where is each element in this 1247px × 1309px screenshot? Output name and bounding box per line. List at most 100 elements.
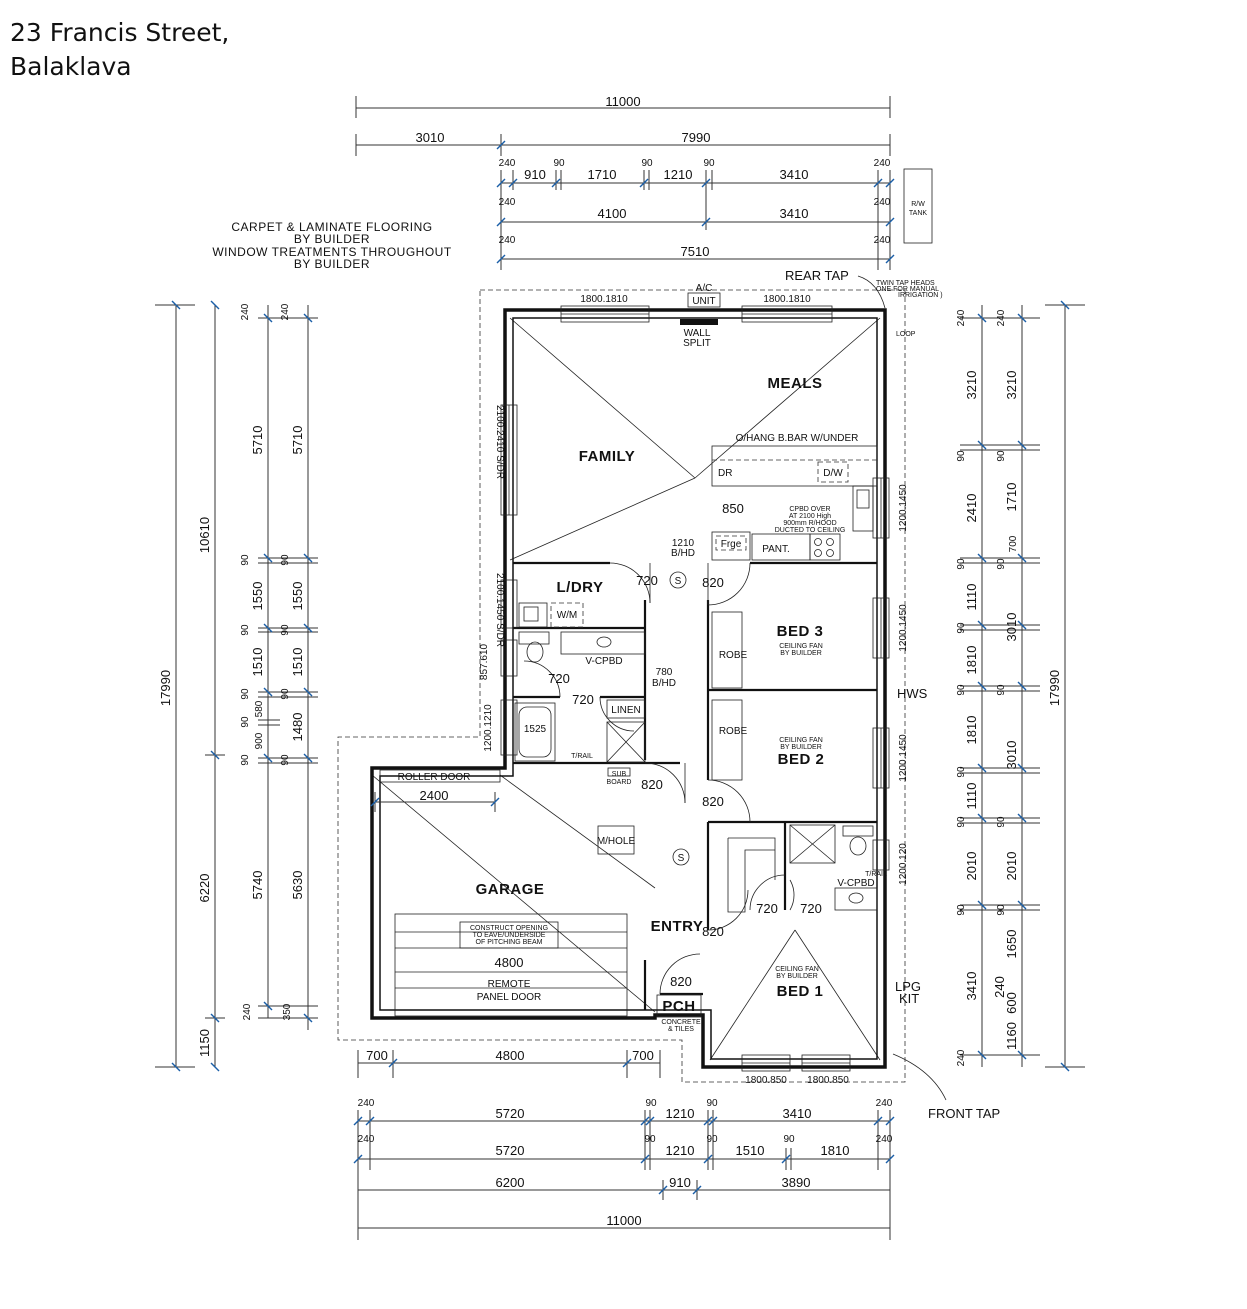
room-bed2: BED 2: [778, 751, 825, 768]
panel-door-width: 4800: [495, 955, 524, 970]
dim-right-c2-2: 3210: [1004, 371, 1019, 400]
window-ensuite: 1200.120: [898, 843, 909, 885]
dim-left-c3-5: 90: [280, 624, 291, 636]
door-bed2-820: 820: [702, 794, 724, 809]
twin-tap-note-2: ONE FOR MANUAL: [876, 286, 939, 293]
dim-left-c2-8: 580: [254, 700, 265, 717]
dim-bottom-r1-small-1: 240: [358, 1098, 375, 1109]
window-bed3: 1200.1450: [898, 604, 909, 652]
hws-label: HWS: [897, 686, 928, 701]
dim-top-r5-small-2: 240: [874, 235, 891, 246]
wall-split-label-2: SPLIT: [683, 338, 711, 349]
dim-right-total: 17990: [1047, 670, 1062, 706]
room-laundry: L/DRY: [557, 579, 604, 596]
roller-door-width: 2400: [420, 788, 449, 803]
dim-left-c2-5: 90: [240, 624, 251, 636]
bulkhead-1210-bhd: B/HD: [671, 548, 695, 559]
manhole-label: M/HOLE: [597, 836, 636, 847]
dim-bottom-garage-right: 700: [632, 1048, 654, 1063]
bulkhead-1210: 1210: [672, 538, 695, 549]
dim-right-c1-12: 1110: [964, 783, 979, 810]
right-dimensions: 17990 240 3210 90 2410 90 1110 90 1810 9…: [956, 300, 1085, 1072]
dim-top-4100: 4100: [598, 206, 627, 221]
dim-left-c2-11: 90: [240, 754, 251, 766]
dim-left-c2-2: 5710: [250, 426, 265, 455]
left-dimensions: 17990 10610 6220 1150 240 5710 90 1550 9…: [155, 300, 318, 1072]
dim-left-c3-3: 90: [280, 554, 291, 566]
dim-right-c2-10: 90: [996, 816, 1007, 828]
room-bed3: BED 3: [777, 623, 824, 640]
towel-rail-bath: T/RAIL: [571, 753, 593, 760]
dim-right-c2-9: 3010: [1004, 741, 1019, 770]
dim-left-c3-6: 1510: [290, 648, 305, 677]
sub-board-label-2: BOARD: [607, 779, 632, 786]
dim-left-c2-6: 1510: [250, 648, 265, 677]
address-line-street: 23 Francis Street,: [10, 18, 230, 47]
rw-tank-label-2: TANK: [909, 210, 927, 217]
ac-unit-label-1: A/C: [696, 283, 713, 294]
dim-right-c1-14: 2010: [964, 852, 979, 881]
dim-right-c2-15: 600: [1004, 992, 1019, 1014]
dim-top-small-3: 90: [641, 158, 653, 169]
dim-bottom-total: 11000: [606, 1213, 641, 1228]
dim-top-r4-small-2: 240: [874, 197, 891, 208]
dim-left-c2-9: 90: [240, 716, 251, 728]
dim-right-c1-4: 2410: [964, 494, 979, 523]
window-bed1-right: 1800.850: [807, 1075, 849, 1086]
dim-left-c2-7: 90: [240, 688, 251, 700]
smoke-alarm-1-label: S: [675, 576, 682, 587]
fan-note-bed1-1: CEILING FAN: [775, 966, 819, 973]
smoke-alarm-symbols: S S: [669, 571, 690, 866]
dim-right-c1-1: 240: [956, 309, 967, 326]
dim-right-c1-9: 90: [956, 684, 967, 696]
fan-note-bed3-1: CEILING FAN: [779, 643, 823, 650]
door-garage-820: 820: [641, 777, 663, 792]
note-line-1: CARPET & LAMINATE FLOORING: [231, 220, 432, 234]
construct-note-3: OF PITCHING BEAM: [476, 939, 543, 946]
door-entry-820: 820: [670, 974, 692, 989]
dim-left-c3-11: 350: [282, 1003, 293, 1020]
roller-door-label: ROLLER DOOR: [398, 772, 471, 783]
dim-bottom-r2-small-4: 90: [783, 1134, 795, 1145]
dim-right-c1-6: 1110: [964, 584, 979, 611]
construct-note-2: TO EAVE/UNDERSIDE: [473, 932, 546, 939]
linen-label: LINEN: [611, 705, 640, 716]
dim-bottom-1210-b: 1210: [666, 1143, 695, 1158]
dim-top-3410-b: 3410: [780, 206, 809, 221]
doors: 720 820 720 720 820 820 820 820 720 720: [523, 562, 822, 995]
twin-tap-note-3: IRRIGATION ): [898, 292, 943, 299]
concrete-note-2: & TILES: [668, 1026, 694, 1033]
dim-left-c3-10: 5630: [290, 871, 305, 900]
vanity-cupboard-ensuite: V-CPBD: [837, 878, 874, 889]
dim-bottom-910: 910: [669, 1175, 691, 1190]
dim-bottom-garage-door: 4800: [496, 1048, 525, 1063]
windows: [500, 305, 890, 1072]
dim-bottom-3410: 3410: [783, 1106, 812, 1121]
bottom-dimensions: 700 4800 700 240 90 90 240 5720 1210 341…: [353, 1048, 895, 1240]
window-meals-right: 1800.1810: [763, 294, 811, 305]
cooker-note-4: DUCTED TO CEILING: [775, 527, 846, 534]
dim-left-c3-4: 1550: [290, 582, 305, 611]
dim-bottom-r1-small-4: 240: [876, 1098, 893, 1109]
dim-bottom-r2-small-3: 90: [706, 1134, 718, 1145]
room-labels: FAMILY MEALS L/DRY BED 3 BED 2 BED 1 GAR…: [476, 375, 825, 1015]
room-meals: MEALS: [768, 375, 823, 392]
smoke-alarm-2-label: S: [678, 853, 685, 864]
dim-right-c2-8: 90: [996, 684, 1007, 696]
rear-tap-label: REAR TAP: [785, 268, 849, 283]
dim-left-c3-9: 90: [280, 754, 291, 766]
wall-split-label-1: WALL: [684, 328, 711, 339]
dim-left-c2-12: 5740: [250, 871, 265, 900]
towel-rail-ensuite: T/RAIL: [865, 871, 887, 878]
address-line-town: Balaklava: [10, 52, 132, 81]
dim-right-c2-6: 90: [996, 558, 1007, 570]
dim-bottom-r1-small-2: 90: [645, 1098, 657, 1109]
dim-right-c1-7: 90: [956, 622, 967, 634]
dim-top-small-1: 240: [499, 158, 516, 169]
dim-right-c2-1: 240: [996, 309, 1007, 326]
panel-door-label: PANEL DOOR: [477, 992, 541, 1003]
dim-right-c1-17: 240: [956, 1049, 967, 1066]
door-wc-720: 720: [572, 692, 594, 707]
note-line-4: BY BUILDER: [294, 257, 370, 271]
dim-bottom-5720-a: 5720: [496, 1106, 525, 1121]
